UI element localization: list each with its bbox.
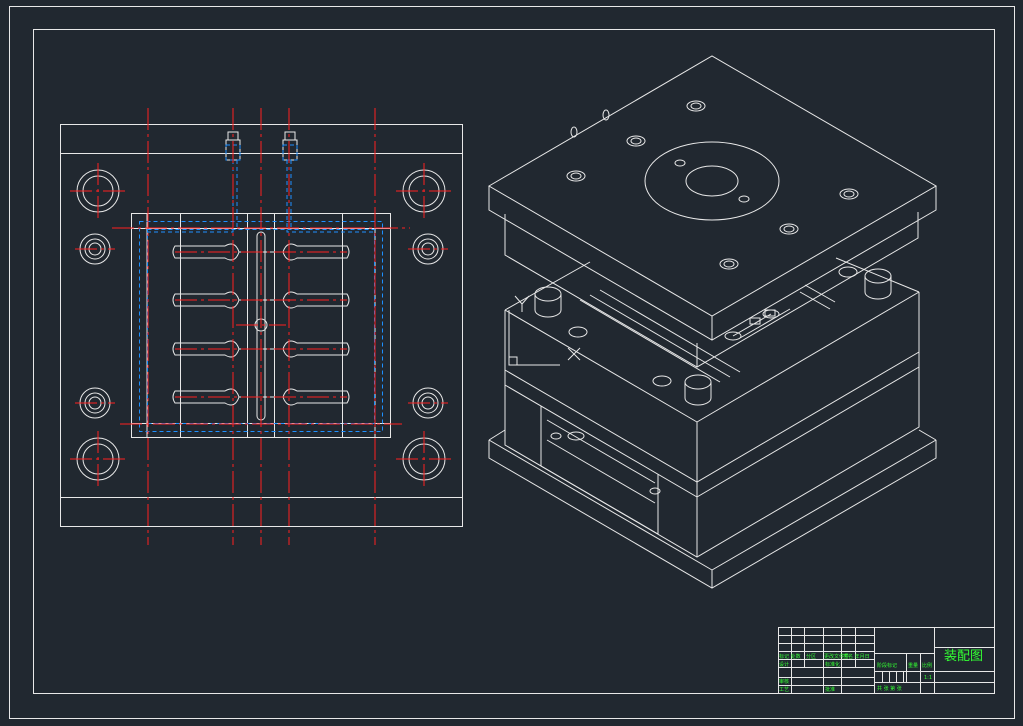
center-lines [70, 108, 452, 545]
scale-value: 1:1 [924, 675, 933, 681]
outer-frame [9, 6, 1015, 719]
inner-frame [33, 29, 995, 694]
title-block [778, 627, 995, 694]
drawing-title: 装配图 [944, 649, 984, 664]
isometric-view [488, 55, 937, 589]
